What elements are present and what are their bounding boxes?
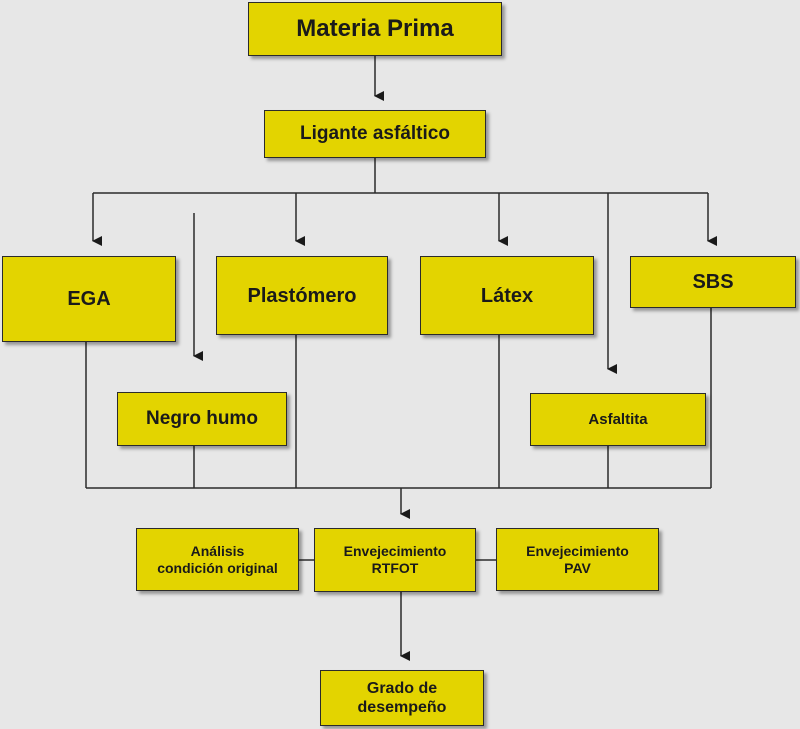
node-label: Plastómero [247,284,357,307]
node-label-line1: Envejecimiento [526,542,629,559]
node-label-line2: condición original [157,559,278,576]
node-envejecimiento-pav: Envejecimiento PAV [496,528,659,591]
node-label: Ligante asfáltico [300,122,450,144]
node-plastomero: Plastómero [216,256,388,335]
node-analisis-condicion-original: Análisis condición original [136,528,299,591]
node-grado-desempeno: Grado de desempeño [320,670,484,726]
node-asfaltita: Asfaltita [530,393,706,446]
node-label: Látex [480,284,534,307]
node-ligante-asfaltico: Ligante asfáltico [264,110,486,158]
node-label-line1: Envejecimiento [343,543,447,560]
node-label-line2: PAV [564,559,591,576]
node-label: Negro humo [146,407,258,429]
node-label-line2: desempeño [357,699,447,716]
node-label-line1: Grado de [366,679,438,697]
node-label-line1: Análisis [190,542,245,559]
node-label: Materia Prima [296,14,454,42]
node-envejecimiento-rtfot: Envejecimiento RTFOT [314,528,476,592]
node-materia-prima: Materia Prima [248,2,502,56]
node-sbs: SBS [630,256,796,308]
node-label: SBS [692,271,734,293]
node-label: Asfaltita [588,410,648,428]
node-label-line2: RTFOT [371,560,419,576]
node-label: EGA [67,288,111,310]
node-latex: Látex [420,256,594,335]
node-ega: EGA [2,256,176,342]
node-negro-humo: Negro humo [117,392,287,446]
